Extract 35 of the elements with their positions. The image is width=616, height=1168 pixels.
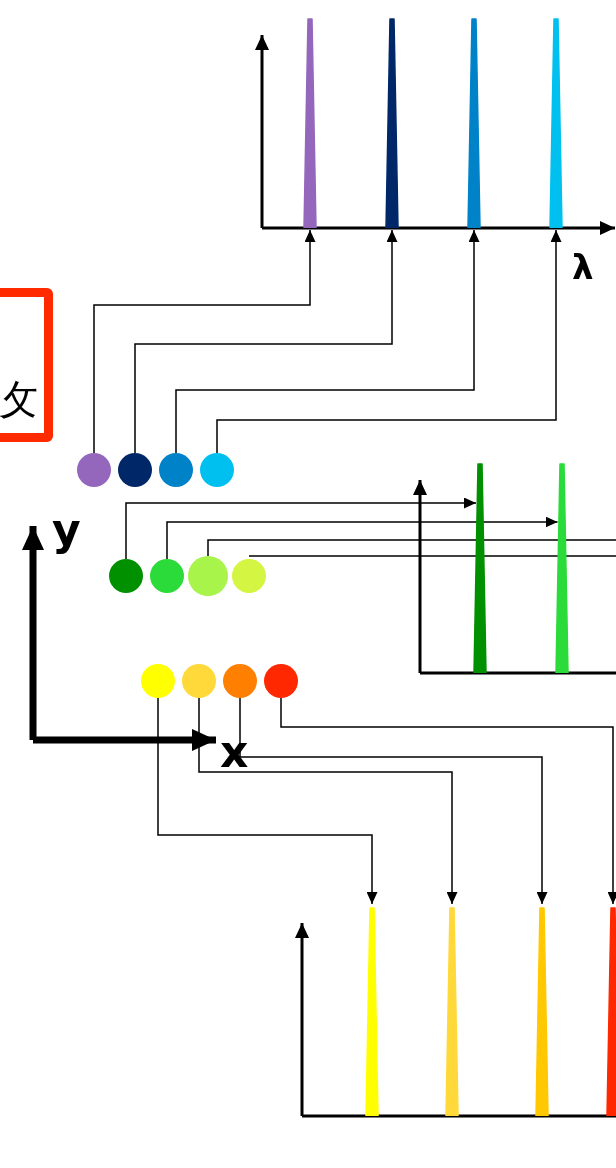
connector-arrow (166, 516, 559, 560)
color-dot (188, 556, 228, 596)
connector-arrow (125, 497, 477, 560)
color-dot (182, 664, 216, 698)
color-dot (264, 664, 298, 698)
spectral-peak (606, 905, 616, 1116)
color-dot (223, 664, 257, 698)
spectral-peak (535, 905, 549, 1116)
spectral-peak (365, 905, 379, 1116)
spectral-peak (467, 16, 481, 228)
color-dot (232, 559, 266, 593)
color-dot (77, 453, 111, 487)
connector-arrow (216, 229, 562, 454)
connector-arrow (175, 229, 480, 454)
axis-label: x (220, 730, 249, 774)
spectral-peak (385, 16, 399, 228)
spectral-peak (555, 461, 569, 673)
color-dot (200, 453, 234, 487)
color-dot (141, 664, 175, 698)
spectral-peak (473, 461, 487, 673)
connector-arrow (93, 229, 316, 454)
spectral-peak (549, 16, 563, 228)
color-dot (150, 559, 184, 593)
axis-label: λ (572, 250, 594, 284)
spectral-peak (445, 905, 459, 1116)
connector-arrow (134, 229, 398, 454)
color-dot (109, 559, 143, 593)
axis-label: y (52, 508, 81, 552)
connector-arrow (157, 697, 378, 905)
color-dot (159, 453, 193, 487)
connector-arrow (239, 697, 548, 905)
connector-arrow (280, 697, 616, 905)
color-dot (118, 453, 152, 487)
spectral-peak (303, 16, 317, 228)
connector-arrow (198, 697, 458, 905)
